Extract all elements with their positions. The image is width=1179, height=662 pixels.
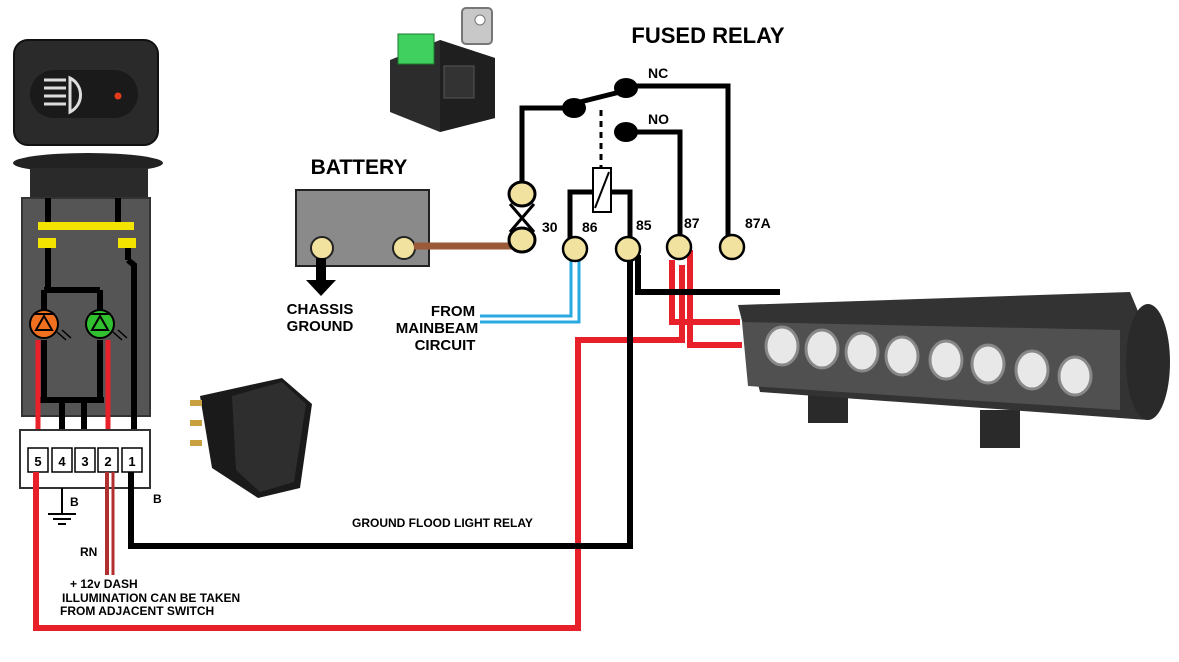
switch-terminal-right xyxy=(118,238,136,248)
pin-4-label: 4 xyxy=(58,454,66,469)
pin-2-label: 2 xyxy=(104,454,111,469)
relay-fuse-icon xyxy=(507,180,537,254)
relay-contact-dots xyxy=(562,78,638,142)
chassis-ground-arrow-icon xyxy=(306,258,336,296)
wire-label-rn: RN xyxy=(80,545,97,559)
relay-terminal-icons xyxy=(561,233,746,263)
chassis-ground-line2: GROUND xyxy=(287,318,354,335)
terminal-85-label: 85 xyxy=(636,217,652,233)
from-mainbeam-line1: FROM xyxy=(431,303,475,320)
blue-wire-mainbeam-2 xyxy=(480,258,581,324)
switch-bus-bar xyxy=(38,222,134,230)
no-label: NO xyxy=(648,111,669,127)
blue-wire-mainbeam xyxy=(480,258,573,318)
terminal-87-label: 87 xyxy=(684,215,700,231)
pin-5-label: 5 xyxy=(34,454,41,469)
red-wire-lightbar-2 xyxy=(687,250,742,348)
battery-icon xyxy=(295,189,430,267)
dash-note-line3: FROM ADJACENT SWITCH xyxy=(60,604,214,618)
led-orange-icon xyxy=(29,309,72,341)
black-wire-ground-flood xyxy=(128,255,633,549)
pin-1-label: 1 xyxy=(128,454,135,469)
ground-flood-label: GROUND FLOOD LIGHT RELAY xyxy=(352,516,533,530)
from-mainbeam-line3: CIRCUIT xyxy=(415,337,476,354)
chassis-ground-line1: CHASSIS xyxy=(287,301,354,318)
rocker-switch-photo-icon xyxy=(190,378,312,498)
nc-label: NC xyxy=(648,65,668,81)
switch-cap-icon xyxy=(13,39,159,146)
switch-terminal-left xyxy=(38,238,56,248)
relay-coil-icon xyxy=(592,167,612,213)
wire-label-b-left: B xyxy=(70,495,79,509)
pin-3-label: 3 xyxy=(81,454,88,469)
terminal-86-label: 86 xyxy=(582,219,598,235)
red-wire-positive xyxy=(33,265,685,631)
terminal-30-label: 30 xyxy=(542,219,558,235)
title: FUSED RELAY xyxy=(631,23,785,48)
battery-label: BATTERY xyxy=(311,156,408,179)
from-mainbeam-line2: MAINBEAM xyxy=(396,320,479,337)
black-wire-lightbar xyxy=(635,255,780,295)
led-light-bar-icon xyxy=(738,292,1170,448)
wire-label-b-right: B xyxy=(153,492,162,506)
dash-note-line2: ILLUMINATION CAN BE TAKEN xyxy=(62,591,240,605)
dash-note-line1: + 12v DASH xyxy=(70,577,138,591)
relay-photo-icon xyxy=(390,7,495,132)
terminal-87a-label: 87A xyxy=(745,215,771,231)
ground-symbol-icon xyxy=(48,488,76,525)
led-green-icon xyxy=(85,309,128,341)
red-wire-lightbar xyxy=(669,260,740,325)
